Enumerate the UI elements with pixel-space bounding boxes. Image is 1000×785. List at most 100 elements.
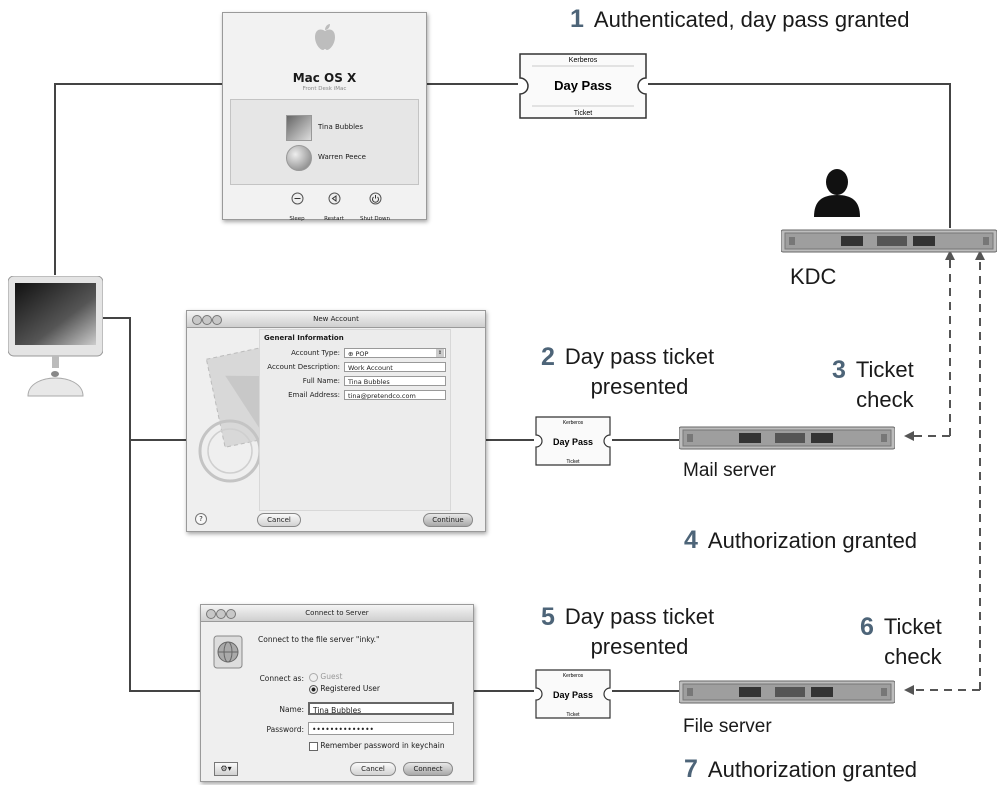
imac-to-login-line [54,83,222,275]
step-6-number: 6 [860,613,874,641]
ticket-outline [535,669,611,719]
network-globe-icon [213,635,243,669]
full-name-field[interactable]: Tina Bubbles [344,376,446,386]
window-title: New Account [313,315,359,323]
help-button[interactable]: ? [195,513,207,525]
cancel-button[interactable]: Cancel [257,513,301,527]
step-4-text: Authorization granted [707,528,918,553]
radio-selected-icon [309,684,318,694]
remember-password-checkbox[interactable]: Remember password in keychain [309,741,445,751]
ticket-main-text: Day Pass [554,78,612,93]
ticket-main-text: Day Pass [553,690,593,700]
ticket-top-text: Kerberos [563,420,584,426]
ticket-bottom-text: Ticket [566,459,580,465]
connect-button[interactable]: Connect [403,762,453,776]
full-name-label: Full Name: [302,377,340,385]
ticket-outline [519,53,647,119]
gear-icon: ⚙▾ [220,764,232,773]
step-1-label: 1 Authenticated, day pass granted [570,4,909,35]
connect-titlebar[interactable]: Connect to Server [201,605,473,622]
continue-button[interactable]: Continue [423,513,473,527]
checkbox-icon [309,741,318,751]
account-description-field[interactable]: Work Account [344,362,446,372]
account-form: General Information Account Type: ⊕ POP … [259,329,451,511]
account-type-value: POP [355,350,369,358]
step-1-number: 1 [570,5,584,33]
connect-message: Connect to the file server "inky." [258,635,380,644]
ticket-top-text: Kerberos [569,57,598,64]
password-field[interactable]: •••••••••••••• [308,722,454,735]
step-1-text: Authenticated, day pass granted [593,7,910,32]
step-5-text: Day pass ticket presented [564,604,715,659]
day-pass-ticket-1: Kerberos Day Pass Ticket [519,53,647,119]
new-account-titlebar[interactable]: New Account [187,311,485,328]
step-4-number: 4 [684,526,698,554]
step-4-label: 4 Authorization granted [684,525,917,556]
imac-icon [8,276,103,397]
ticket-outline [535,416,611,466]
minimize-icon[interactable] [202,315,212,325]
registered-user-label: Registered User [320,684,380,693]
connect-as-label: Connect as: [259,674,304,683]
mail-server-icon [679,426,895,450]
kdc-server-icon [781,229,997,253]
ticket-main-text: Day Pass [553,437,593,447]
file-server-label: File server [683,716,772,737]
close-icon[interactable] [192,315,202,325]
cat-avatar-icon [286,115,312,141]
account-type-select[interactable]: ⊕ POP ⇕ [344,348,446,358]
account-type-label: Account Type: [291,349,340,357]
close-icon[interactable] [206,609,216,619]
step-3-text: Ticket check [855,357,914,412]
user-name: Warren Peece [318,153,366,161]
file-server-icon [679,680,895,704]
ticket-check-arrows [904,250,985,695]
ticket-bottom-text: Ticket [566,712,580,718]
cancel-button[interactable]: Cancel [350,762,396,776]
restart-button[interactable]: Restart [319,192,349,224]
remember-password-label: Remember password in keychain [320,741,445,750]
imac-to-mail-branch [100,317,200,692]
user-item-tina[interactable]: Tina Bubbles [286,115,406,141]
select-stepper-icon: ⇕ [436,349,444,357]
step-7-text: Authorization granted [707,757,918,782]
ticket-top-text: Kerberos [563,673,584,679]
login-window: Mac OS X Front Desk iMac Tina Bubbles Wa… [222,12,427,222]
os-subtitle: Front Desk iMac [302,86,347,92]
user-item-warren[interactable]: Warren Peece [286,145,406,171]
email-address-field[interactable]: tina@pretendco.com [344,390,446,400]
sleep-icon [291,192,303,205]
radio-unselected-icon [309,672,318,682]
window-title: Connect to Server [305,609,369,617]
zoom-icon[interactable] [212,315,222,325]
kdc-label: KDC [790,264,837,289]
globe-icon: ⊕ [348,350,356,358]
sleep-button[interactable]: Sleep [282,192,312,224]
step-2-number: 2 [541,343,555,371]
guest-radio[interactable]: Guest [309,672,342,682]
user-silhouette-icon [814,169,860,217]
action-menu-button[interactable]: ⚙▾ [214,762,238,776]
name-field[interactable]: Tina Bubbles [308,702,454,715]
restart-label: Restart [324,216,344,222]
restart-icon [328,192,340,205]
apple-logo-icon [315,24,335,50]
ticket-bottom-text: Ticket [574,110,592,117]
day-pass-ticket-2: Kerberos Day Pass Ticket [535,416,611,466]
shutdown-button[interactable]: Shut Down [357,192,393,224]
connect-to-server-window: Connect to Server Connect to the file se… [200,604,474,782]
registered-user-radio[interactable]: Registered User [309,684,380,694]
step-2-text: Day pass ticket presented [564,344,715,399]
minimize-icon[interactable] [216,609,226,619]
zoom-icon[interactable] [226,609,236,619]
day-pass-ticket-3: Kerberos Day Pass Ticket [535,669,611,719]
password-label: Password: [266,725,304,734]
ticket-to-kdc-line [648,83,951,228]
ball-avatar-icon [286,145,312,171]
user-list: Tina Bubbles Warren Peece [230,99,419,185]
